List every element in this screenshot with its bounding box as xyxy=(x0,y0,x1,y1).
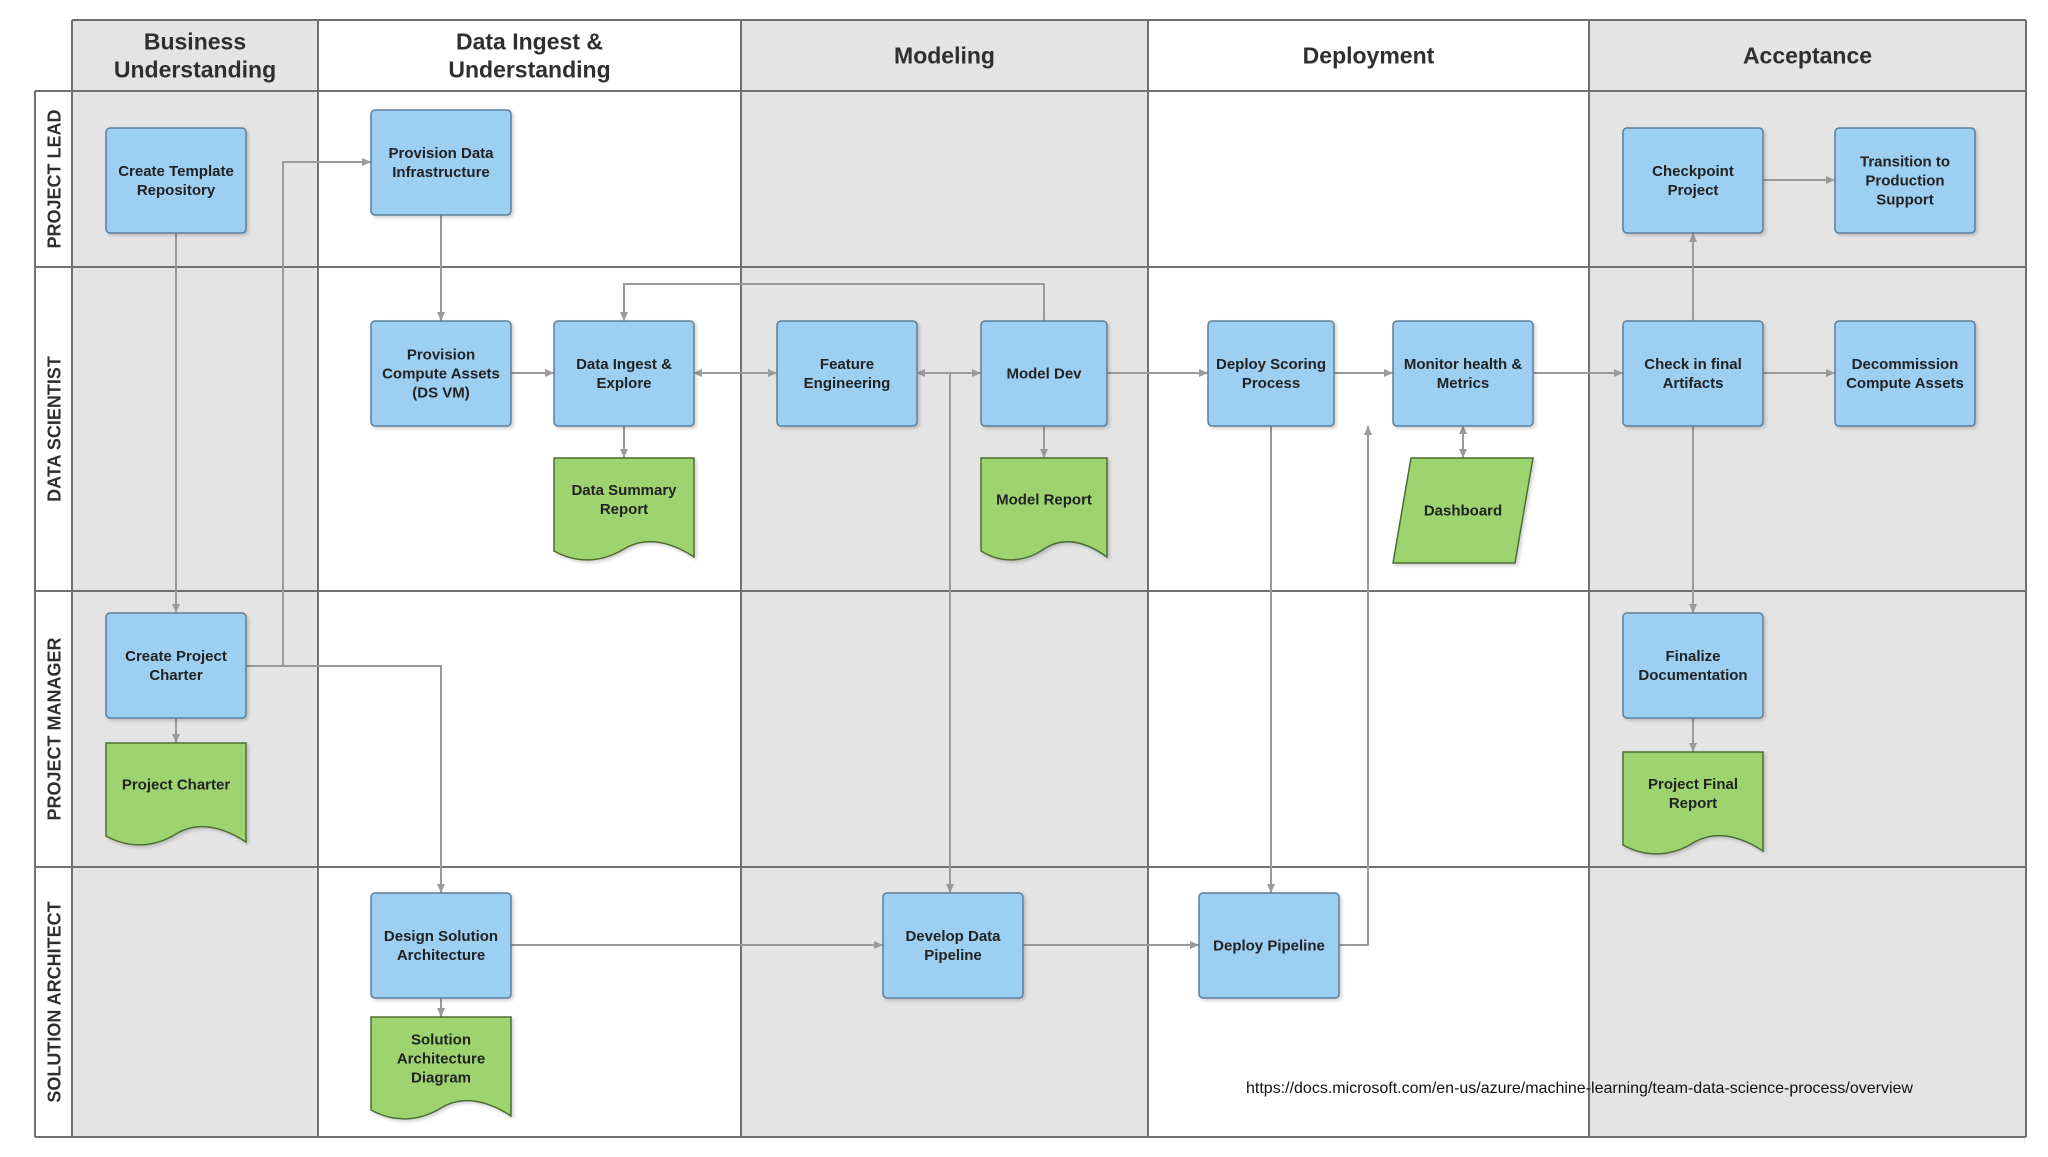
lane-header-background xyxy=(35,91,72,1137)
column-header-ingest: Data Ingest &Understanding xyxy=(448,29,610,83)
node-label: Project Charter xyxy=(122,777,231,794)
document-shape xyxy=(1622,751,1764,855)
source-url[interactable]: https://docs.microsoft.com/en-us/azure/m… xyxy=(1246,1080,1913,1097)
process-box xyxy=(1198,892,1340,999)
document-shape xyxy=(980,457,1108,561)
node-project-charter[interactable]: Project Charter xyxy=(105,742,247,846)
node-label: Data Ingest &Explore xyxy=(576,356,672,392)
document-shape xyxy=(370,1016,512,1120)
column-header-modeling: Modeling xyxy=(894,43,995,69)
node-model-report[interactable]: Model Report xyxy=(980,457,1108,561)
process-box xyxy=(370,892,512,999)
node-label: Deploy Pipeline xyxy=(1213,938,1325,955)
process-box xyxy=(370,109,512,216)
connector-model-dev-to-data-ingest-explore xyxy=(620,283,1045,321)
process-box xyxy=(1834,127,1976,234)
node-label: Model Dev xyxy=(1006,366,1082,383)
process-box xyxy=(1392,320,1534,427)
process-box xyxy=(1622,320,1764,427)
column-header-deployment: Deployment xyxy=(1303,43,1435,69)
lane-header-project-manager: PROJECT MANAGER xyxy=(45,637,65,820)
node-label: Monitor health &Metrics xyxy=(1404,356,1522,392)
process-box xyxy=(1622,612,1764,719)
connector-deploy-pipeline-to-monitor-health-metrics xyxy=(1339,426,1372,946)
column-header-acceptance: Acceptance xyxy=(1743,43,1872,69)
node-dashboard[interactable]: Dashboard xyxy=(1392,457,1534,564)
connectors xyxy=(172,158,1835,1017)
process-box xyxy=(1207,320,1335,427)
document-shape xyxy=(105,742,247,846)
lane-header-project-lead: PROJECT LEAD xyxy=(45,109,65,248)
node-deploy-pipeline[interactable]: Deploy Pipeline xyxy=(1198,892,1340,999)
data-shape xyxy=(1392,457,1534,564)
process-box xyxy=(105,127,247,234)
process-box xyxy=(105,612,247,719)
document-shape xyxy=(553,457,695,561)
node-monitor-health-metrics[interactable]: Monitor health &Metrics xyxy=(1392,320,1534,427)
connector-create-project-charter-to-design-solution-architecture xyxy=(246,665,445,893)
lane-header-solution-architect: SOLUTION ARCHITECT xyxy=(45,901,65,1102)
lane-header-data-scientist: DATA SCIENTIST xyxy=(45,356,65,502)
grid-lines xyxy=(34,19,2027,1138)
node-label: Model Report xyxy=(996,492,1092,509)
column-backgrounds xyxy=(35,20,2026,1137)
lane-headers: PROJECT LEAD DATA SCIENTIST PROJECT MANAGE… xyxy=(45,109,65,1102)
process-box xyxy=(370,320,512,427)
process-box xyxy=(776,320,918,427)
process-box xyxy=(980,320,1108,427)
process-box xyxy=(1622,127,1764,234)
node-data-ingest-explore[interactable]: Data Ingest &Explore xyxy=(553,320,695,427)
node-model-dev[interactable]: Model Dev xyxy=(980,320,1108,427)
node-label: Dashboard xyxy=(1424,503,1502,520)
process-box xyxy=(882,892,1024,999)
process-box xyxy=(1834,320,1976,427)
process-box xyxy=(553,320,695,427)
